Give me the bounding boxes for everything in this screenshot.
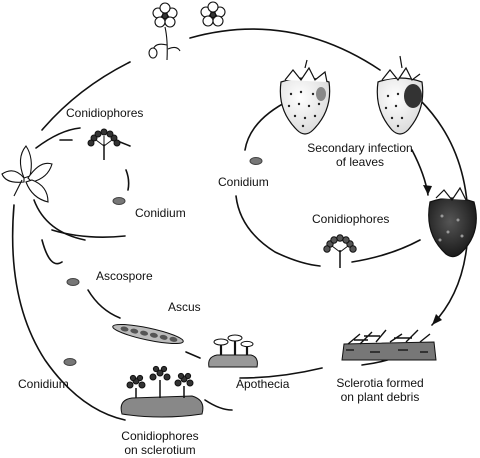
label-apothecia: Apothecia <box>236 377 290 391</box>
leaf-to-conidiophore-arc <box>33 199 86 241</box>
apothecia-icon <box>208 334 258 368</box>
inner-circle-bottom <box>351 239 421 263</box>
plant-debris-icon <box>341 329 437 361</box>
cycle-arrows <box>423 185 442 325</box>
inner-circle-left-lower <box>235 195 321 267</box>
infected-strawberry-icon <box>376 55 424 135</box>
inner-left-dash-3 <box>125 169 130 191</box>
label-secondary-infection-line1: Secondary infection <box>307 141 412 155</box>
outer-arc-top <box>41 61 131 131</box>
ascus-to-apothecia-line <box>185 351 201 359</box>
sclerotium-icon <box>120 365 204 418</box>
rotten-strawberry-icon <box>428 186 477 258</box>
label-conidiophores-sclerotium-line1: Conidiophores <box>121 429 198 443</box>
cycle-lines <box>11 28 469 421</box>
inner-left-lower-arc <box>51 229 126 238</box>
label-ascus: Ascus <box>168 300 201 314</box>
outer-arc-left <box>11 204 126 421</box>
label-conidium-bottom: Conidium <box>18 377 69 391</box>
conidium-icon <box>63 358 77 366</box>
outer-arc-top-right <box>189 28 381 71</box>
label-conidiophores-sclerotium-line2: on sclerotium <box>124 443 195 457</box>
label-conidium-inner: Conidium <box>218 175 269 189</box>
leaf-icon <box>1 145 53 203</box>
conidium-icon <box>66 278 80 286</box>
strawberry-icon <box>279 59 331 135</box>
label-conidium-leaf: Conidium <box>135 206 186 220</box>
label-conidiophores-leaf: Conidiophores <box>66 106 143 120</box>
conidiophore-icon <box>87 128 121 160</box>
ascospore-to-ascus-line <box>87 289 121 319</box>
label-ascospore: Ascospore <box>96 269 153 283</box>
arrow-head-right <box>432 314 442 325</box>
conidiophore-icon <box>323 234 357 268</box>
conidium-icon <box>112 197 126 205</box>
outer-arc-bottom <box>239 367 323 379</box>
label-sclerotia-line1: Sclerotia formed <box>336 376 423 390</box>
conidium-icon <box>249 157 263 165</box>
arrow-head-inner <box>423 185 432 195</box>
ascus-icon <box>112 323 184 345</box>
flower-icon <box>200 1 226 27</box>
label-secondary-infection-line2: of leaves <box>336 155 384 169</box>
inner-left-upper-arc <box>35 127 81 149</box>
leaf-down-line <box>41 239 63 265</box>
label-sclerotia-line2: on plant debris <box>341 390 420 404</box>
flower-icon <box>148 2 181 61</box>
outer-arc-bottom-left <box>204 399 233 411</box>
label-conidiophores-inner: Conidiophores <box>312 212 389 226</box>
